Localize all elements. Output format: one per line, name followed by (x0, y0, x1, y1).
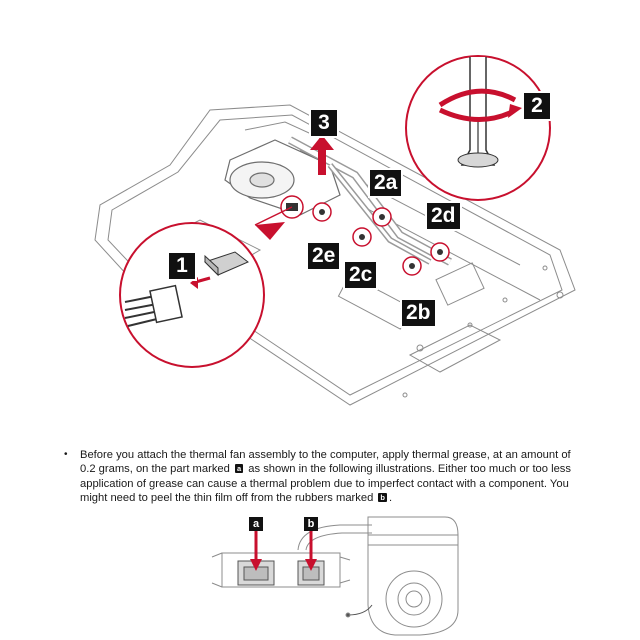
callout-step-3: 3 (309, 108, 339, 138)
note-text-1: Before you attach the thermal fan assemb… (80, 449, 571, 476)
mark-a-inline: a (234, 464, 244, 474)
callout-step-2b: 2b (400, 298, 437, 328)
callout-step-2: 2 (522, 91, 552, 121)
figure-label-b: b (304, 517, 318, 531)
thermal-grease-note: • Before you attach the thermal fan asse… (64, 448, 584, 505)
mark-b-inline: b (378, 492, 388, 502)
thermal-assembly-detail-illustration (211, 516, 459, 636)
callout-step-2c: 2c (343, 260, 379, 290)
laptop-disassembly-illustration (94, 55, 576, 406)
note-bullet: • (64, 449, 68, 460)
callout-step-2a: 2a (368, 168, 404, 198)
callout-step-2d: 2d (425, 201, 462, 231)
callout-step-1: 1 (167, 251, 197, 281)
connector-zoom-bubble (119, 206, 293, 368)
note-text-3: . (389, 491, 393, 504)
note-body: Before you attach the thermal fan assemb… (80, 448, 584, 505)
note-text-2: as shown in the following illustrations.… (80, 463, 571, 504)
screwdriver-zoom-bubble (405, 55, 551, 201)
figure-label-a: a (249, 517, 263, 531)
callout-step-2e: 2e (306, 241, 342, 271)
lift-arrow (310, 135, 334, 175)
